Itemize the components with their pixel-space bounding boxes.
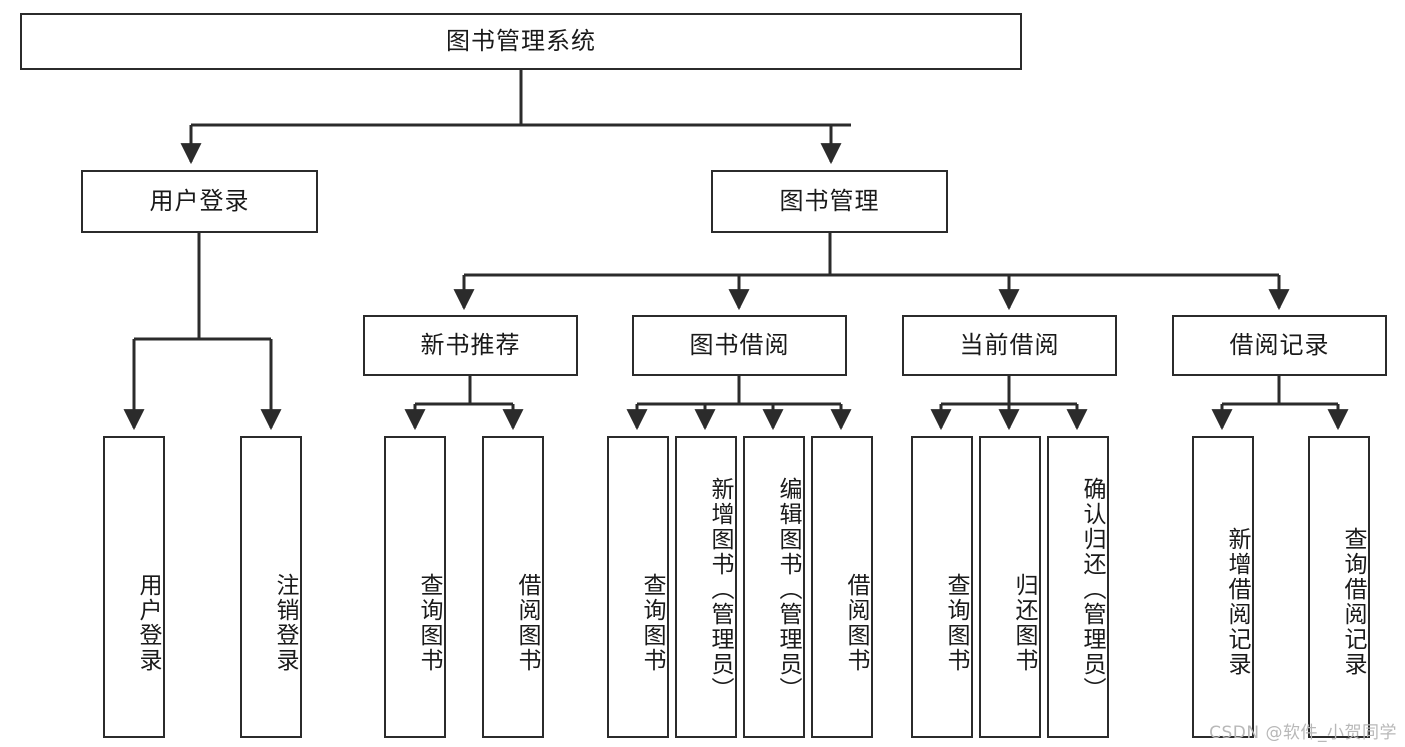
leaf-borrow-book-1[interactable]: 借阅图书 — [482, 436, 544, 738]
node-current-borrow[interactable]: 当前借阅 — [902, 315, 1117, 376]
leaf-return-book[interactable]: 归还图书 — [979, 436, 1041, 738]
node-borrow-record[interactable]: 借阅记录 — [1172, 315, 1387, 376]
leaf-add-book-label: 新增图书（管理员） — [707, 476, 733, 702]
leaf-add-record[interactable]: 新增借阅记录 — [1192, 436, 1254, 738]
node-user-login-label: 用户登录 — [149, 187, 250, 216]
leaf-logout-label: 注销登录 — [272, 573, 298, 673]
leaf-query-book-3[interactable]: 查询图书 — [911, 436, 973, 738]
node-book-manage-label: 图书管理 — [779, 187, 880, 216]
leaf-logout[interactable]: 注销登录 — [240, 436, 302, 738]
leaf-user-login[interactable]: 用户登录 — [103, 436, 165, 738]
leaf-add-record-label: 新增借阅记录 — [1224, 527, 1250, 677]
node-book-borrow-label: 图书借阅 — [689, 331, 790, 360]
node-book-borrow[interactable]: 图书借阅 — [632, 315, 847, 376]
node-new-book-rec-label: 新书推荐 — [420, 331, 521, 360]
leaf-user-login-label: 用户登录 — [135, 573, 161, 673]
leaf-confirm-return[interactable]: 确认归还（管理员） — [1047, 436, 1109, 738]
leaf-borrow-book-1-label: 借阅图书 — [514, 573, 540, 673]
node-book-manage[interactable]: 图书管理 — [711, 170, 948, 233]
node-root-label: 图书管理系统 — [446, 27, 596, 56]
leaf-query-book-2[interactable]: 查询图书 — [607, 436, 669, 738]
node-root[interactable]: 图书管理系统 — [20, 13, 1022, 70]
leaf-query-book-3-label: 查询图书 — [943, 573, 969, 673]
node-current-borrow-label: 当前借阅 — [959, 331, 1060, 360]
leaf-edit-book[interactable]: 编辑图书（管理员） — [743, 436, 805, 738]
node-user-login[interactable]: 用户登录 — [81, 170, 318, 233]
leaf-borrow-book-2-label: 借阅图书 — [843, 573, 869, 673]
leaf-confirm-return-label: 确认归还（管理员） — [1079, 476, 1105, 702]
leaf-query-book-1[interactable]: 查询图书 — [384, 436, 446, 738]
leaf-query-record-label: 查询借阅记录 — [1340, 527, 1366, 677]
leaf-add-book[interactable]: 新增图书（管理员） — [675, 436, 737, 738]
node-new-book-rec[interactable]: 新书推荐 — [363, 315, 578, 376]
leaf-query-book-1-label: 查询图书 — [416, 573, 442, 673]
leaf-edit-book-label: 编辑图书（管理员） — [775, 476, 801, 702]
leaf-return-book-label: 归还图书 — [1011, 573, 1037, 673]
watermark-csdn: CSDN @软件_小贺同学 — [1209, 723, 1397, 743]
leaf-query-book-2-label: 查询图书 — [639, 573, 665, 673]
leaf-query-record[interactable]: 查询借阅记录 — [1308, 436, 1370, 738]
leaf-borrow-book-2[interactable]: 借阅图书 — [811, 436, 873, 738]
node-borrow-record-label: 借阅记录 — [1229, 331, 1330, 360]
